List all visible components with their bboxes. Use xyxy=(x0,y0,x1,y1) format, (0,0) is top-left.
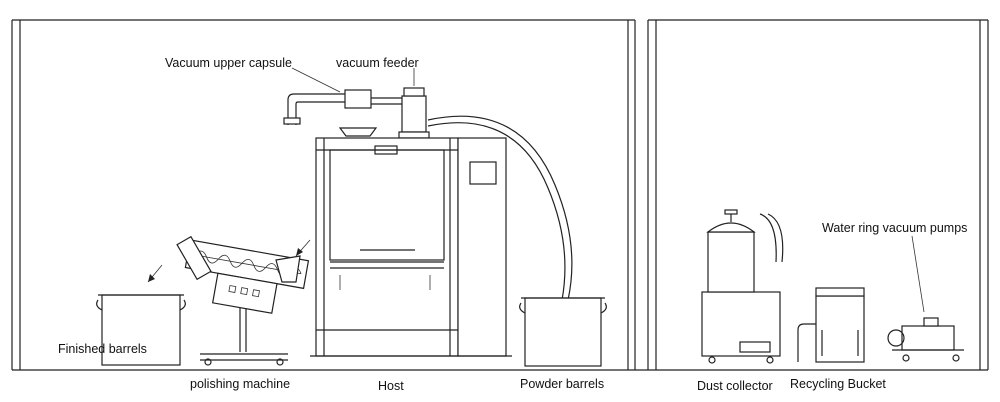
water-ring-vacuum-pump-drawing xyxy=(887,235,964,362)
label-water-ring-vacuum-pumps: Water ring vacuum pumps xyxy=(822,221,968,235)
left-room-outline xyxy=(11,19,636,370)
feed-hose-drawing xyxy=(427,115,573,301)
label-recycling-bucket: Recycling Bucket xyxy=(790,377,886,391)
powder-barrel-drawing xyxy=(519,297,607,367)
label-vacuum-upper-capsule: Vacuum upper capsule xyxy=(165,56,292,70)
label-finished-barrels: Finished barrels xyxy=(58,342,147,356)
recycling-bucket-drawing xyxy=(797,287,865,363)
polishing-machine-drawing xyxy=(176,235,311,366)
vacuum-feeder-drawing xyxy=(398,68,430,139)
label-host: Host xyxy=(378,379,404,393)
label-polishing-machine: polishing machine xyxy=(190,377,291,391)
label-dust-collector: Dust collector xyxy=(697,379,773,393)
label-powder-barrels: Powder barrels xyxy=(520,377,605,391)
vacuum-upper-capsule-drawing xyxy=(283,67,402,137)
label-vacuum-feeder: vacuum feeder xyxy=(336,56,419,70)
host-machine-drawing xyxy=(310,137,512,357)
finished-barrel-drawing xyxy=(96,264,186,366)
right-room-outline xyxy=(647,19,989,370)
dust-collector-drawing xyxy=(701,209,784,364)
